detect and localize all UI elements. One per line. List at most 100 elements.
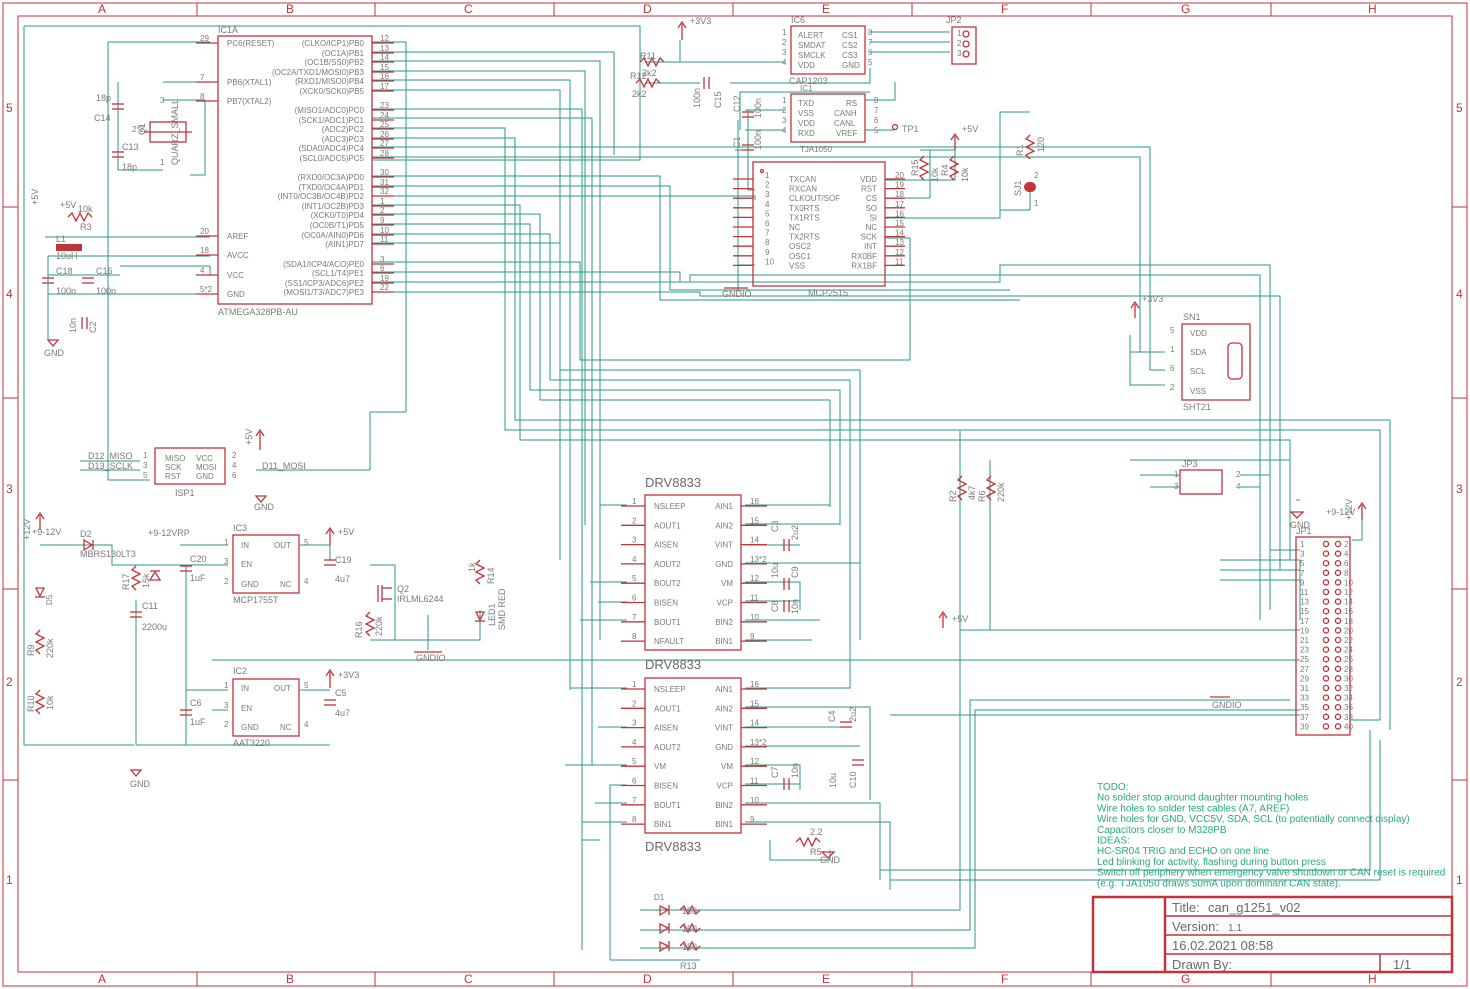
mcp2515-right-pins: 20VDD19RST18CS17SO16SI15NC14SCK13INT12RX… xyxy=(851,171,905,270)
jp1-pin-even: 8 xyxy=(1344,569,1349,578)
jp3-pin3: 3 xyxy=(1174,482,1179,491)
jp1-pin-even-dot xyxy=(1334,569,1342,577)
resistor-r14: 1k R14 xyxy=(467,559,496,585)
ic1a-right-pin-num: 28 xyxy=(380,149,389,158)
ic6-vdd: VDD xyxy=(798,61,815,70)
d5-ref: D5 xyxy=(45,594,54,605)
drv1-left-pin-num: 2 xyxy=(632,516,637,525)
c1-value: 100n xyxy=(753,130,763,150)
power-3v3-ic2-label: +3V3 xyxy=(338,670,359,680)
jp1-pin-odd: 9 xyxy=(1300,578,1305,587)
ic1-canh: CANH xyxy=(834,109,857,118)
power-912v-jp1-label: +9-12V xyxy=(1326,507,1355,517)
jp1-pin-odd: 5 xyxy=(1300,559,1305,568)
mcp2515-right-pin-name: RX0BF xyxy=(851,252,877,261)
jp1-pin-odd: 11 xyxy=(1300,588,1309,597)
gndio-mcp-label: GNDIO xyxy=(722,289,752,299)
led1-value: SMD RED xyxy=(497,588,507,630)
ic1a-right-pin-name: (SCL1/T4)PE1 xyxy=(312,269,365,278)
jp1-pin-even-dot xyxy=(1334,723,1342,730)
mcp2515-right-pin-name: SO xyxy=(865,204,877,213)
drv2-right-pin-num: 12 xyxy=(750,757,759,766)
ic1a-ref: IC1A xyxy=(218,25,238,35)
drv2-left-pin-name: AOUT1 xyxy=(654,704,681,713)
border-row-right-1: 1 xyxy=(1456,873,1463,887)
drv2-left-pin-num: 1 xyxy=(632,680,637,689)
border-col-top-A: A xyxy=(98,2,106,16)
sn1-value: SHT21 xyxy=(1183,402,1211,412)
l1-value: 10uH xyxy=(56,251,78,261)
led-group-bottom: D1 150 150 150 R13 xyxy=(654,893,701,971)
drv1-right-pin-name: VCP xyxy=(717,599,733,608)
ic2-en: EN xyxy=(241,704,252,713)
jp1-pin-even-dot xyxy=(1334,703,1342,711)
ic1a-right-pin-num: 31 xyxy=(380,178,389,187)
ic3-pin2: 2 xyxy=(224,577,229,586)
r10-value: 10k xyxy=(45,695,55,710)
jp1-pin-even-dot xyxy=(1334,684,1342,692)
jp1-pin-odd-dot xyxy=(1322,703,1330,711)
drv2-left-pin-name: VM xyxy=(654,762,666,771)
drv1-left-pin-name: BOUT2 xyxy=(654,579,681,588)
resistor-r12: R12 2k2 xyxy=(630,71,661,99)
drv2-right-pin-name: VM xyxy=(721,762,733,771)
mcp2515-left-pin-num: 10 xyxy=(765,257,774,266)
mcp2515-left-pin-num: 6 xyxy=(765,219,770,228)
l1-ref: L1 xyxy=(56,234,66,244)
drv2-right-pin-num: 16 xyxy=(750,680,759,689)
sj1-pin1: 1 xyxy=(1034,199,1039,208)
ic1a-left-pin-num: 7 xyxy=(200,73,205,82)
drv1-left-pin-name: AOUT2 xyxy=(654,560,681,569)
jp1-pin-odd: 3 xyxy=(1300,550,1305,559)
jp1-pin-even-dot xyxy=(1334,665,1342,673)
q1-ref: Q1 xyxy=(137,123,147,135)
capacitor-c18: C18 100n xyxy=(42,266,76,296)
c15-value: 100n xyxy=(692,88,702,108)
r9-ref: R9 xyxy=(26,644,36,656)
drv1-right-pin-name: BIN1 xyxy=(715,637,733,646)
r12-ref: R12 xyxy=(630,71,647,81)
ic6-value: CAP1203 xyxy=(789,76,828,86)
title-value: can_g1251_v02 xyxy=(1208,900,1301,915)
title-block: Title: can_g1251_v02 Version: 1.1 16.02.… xyxy=(1091,895,1454,974)
drv1-left-pin-num: 7 xyxy=(632,613,637,622)
ic1a-right-pin-name: (MISO1/ADC0)PC0 xyxy=(295,106,365,115)
jp1-pin-odd-dot xyxy=(1322,588,1330,596)
drv1-right-pin-num: 15 xyxy=(750,516,759,525)
mcp2515-left-pin-name: TX0RTS xyxy=(789,204,820,213)
todo-line: No solder stop around daughter mounting … xyxy=(1097,793,1308,804)
drv2-right-pin-name: VINT xyxy=(715,724,733,733)
ic1-txd: TXD xyxy=(798,99,814,108)
drv2-right-pin-name: BIN2 xyxy=(715,801,733,810)
c16-value: 100n xyxy=(96,286,116,296)
sn1-ref: SN1 xyxy=(1183,312,1201,322)
ic1a-right-pin-num: 30 xyxy=(380,168,389,177)
gndio-mcp: GNDIO xyxy=(722,287,752,299)
gnd-jp1-label: GND xyxy=(1290,520,1311,530)
date-value: 16.02.2021 08:58 xyxy=(1172,938,1273,953)
jp1-pin-odd-dot xyxy=(1322,655,1330,663)
ic2-pin1: 1 xyxy=(224,681,229,690)
d1-ref: D1 xyxy=(654,893,665,902)
tp1-ref: TP1 xyxy=(902,124,919,134)
gndio-jp1: GNDIO xyxy=(1210,696,1242,710)
gnd-jp1: GND xyxy=(1289,511,1311,530)
jp1-pin-even-dot xyxy=(1334,713,1342,721)
ic1a-left-pin-num: 29 xyxy=(200,34,209,43)
drv2-left-pin-num: 7 xyxy=(632,796,637,805)
drv1-right-pin-num: 11 xyxy=(750,594,759,603)
q2-ref: Q2 xyxy=(397,584,409,594)
capacitor-c15: C15 100n xyxy=(692,77,723,108)
resistor-r6: R6 220k xyxy=(977,475,1006,502)
isp1-gnd: GND xyxy=(196,472,214,481)
power-912v-jp1: +9-12V +12V xyxy=(1326,499,1367,520)
ic1a-right-pin-num: 10 xyxy=(380,226,389,235)
ic3-out: OUT xyxy=(274,541,291,550)
border-col-bottom-D: D xyxy=(643,972,652,986)
power-12v-input: +12V +9-12V xyxy=(22,511,61,540)
ic1a-right-pin-num: 13 xyxy=(380,44,389,53)
r4-value: 10k xyxy=(960,167,970,182)
